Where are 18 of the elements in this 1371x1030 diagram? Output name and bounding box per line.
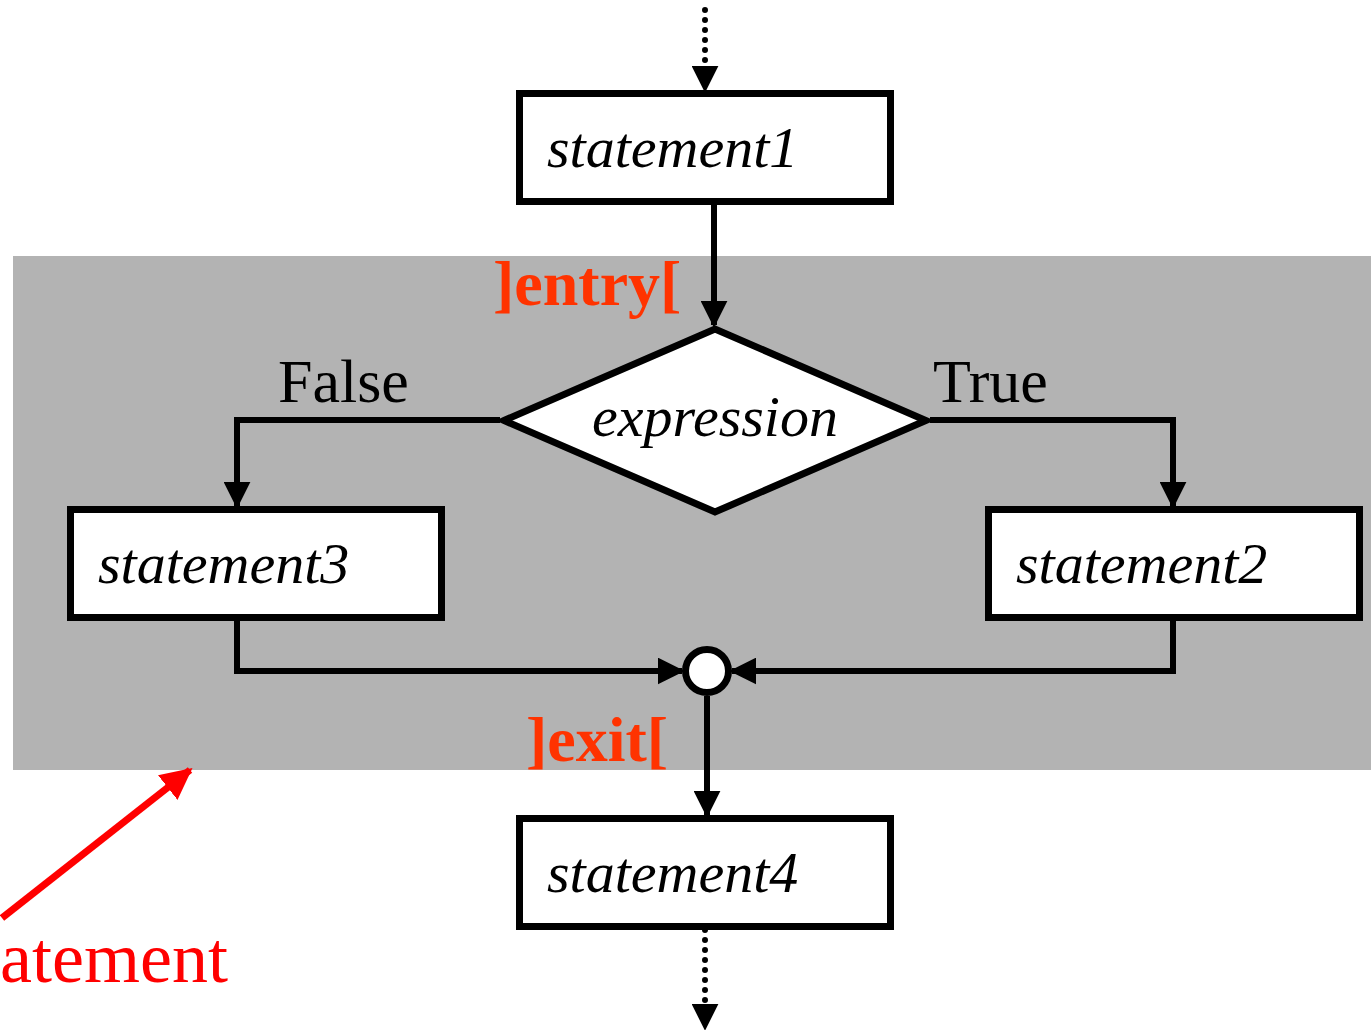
flow-arrow: [729, 621, 1176, 685]
callout-text: atement: [0, 918, 240, 998]
statement-box: statement4: [516, 815, 894, 930]
flow-arrow: [700, 205, 728, 328]
flow-arrow: [223, 417, 500, 509]
statement-box: statement3: [67, 506, 445, 621]
pointer-arrow: [0, 767, 193, 921]
flow-arrow: [930, 417, 1187, 509]
flow-arrow: [693, 696, 721, 818]
dotted-arrow: [691, 927, 719, 1030]
statement-box: statement2: [985, 506, 1363, 621]
condition-text: expression: [592, 387, 838, 446]
flow-arrow: [234, 621, 685, 685]
statement-box: statement1: [516, 90, 894, 205]
shaded-region: [13, 256, 1371, 770]
decision-diamond: [500, 325, 930, 516]
exit-label: ]exit[: [526, 708, 669, 772]
dotted-arrow: [691, 7, 719, 93]
